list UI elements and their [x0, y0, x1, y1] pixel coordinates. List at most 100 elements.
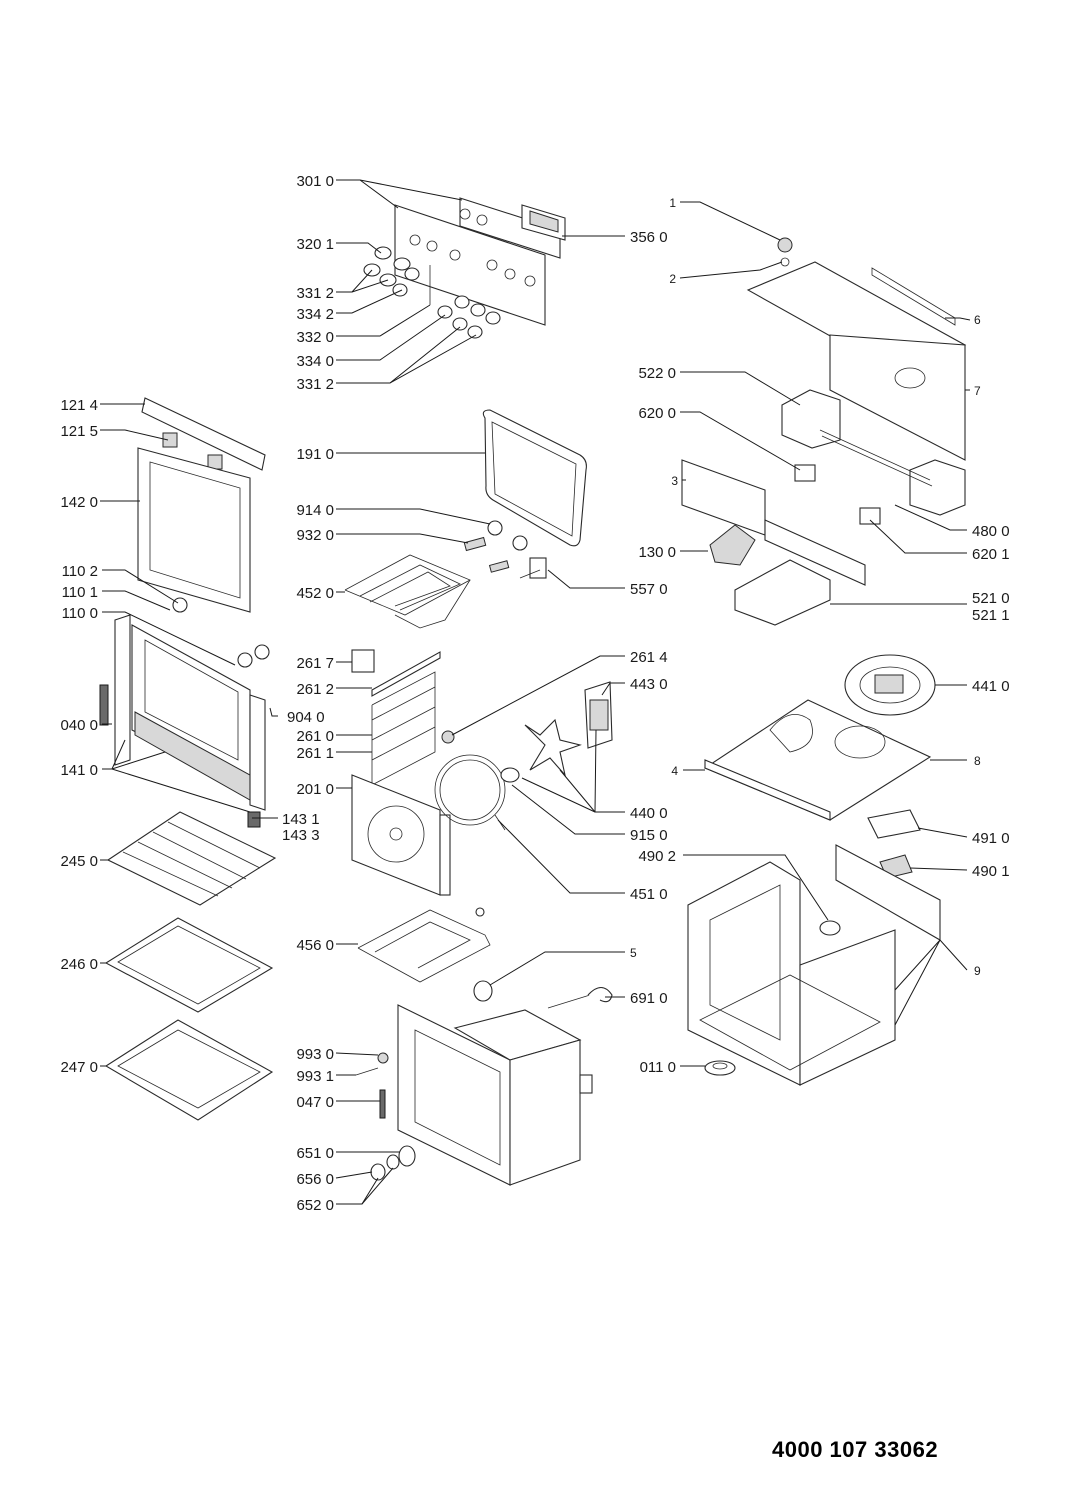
document-number: 4000 107 33062: [772, 1437, 939, 1462]
cooling-fan-motor: [844, 654, 936, 716]
callout-110-0: 110 0: [62, 605, 98, 622]
callout-8: 8: [974, 754, 981, 768]
connector-strip: [867, 809, 921, 839]
fan-assembly: [500, 681, 613, 783]
callout-691-0: 691 0: [630, 990, 668, 1007]
callout-121-5: 121 5: [60, 423, 98, 440]
door-lock: [709, 524, 756, 566]
baking-tray: [104, 917, 274, 1013]
callout-9: 9: [974, 964, 981, 978]
callout-7: 7: [974, 384, 981, 398]
callout-2: 2: [669, 272, 676, 286]
callout-4: 4: [671, 764, 678, 778]
glass-clip: [237, 652, 253, 668]
leader-lines: [100, 179, 971, 1205]
callout-011-0: 011 0: [640, 1059, 676, 1076]
callout-904-0: 904 0: [287, 709, 325, 726]
callout-993-0: 993 0: [296, 1046, 334, 1063]
callout-261-4: 261 4: [630, 649, 668, 666]
callout-441-0: 441 0: [972, 678, 1010, 695]
lamp-and-springs: [463, 520, 547, 579]
top-cover: [746, 261, 967, 461]
callout-452-0: 452 0: [296, 585, 334, 602]
callout-labels: 301 0 320 1 331 2 334 2 332 0 334 0 331 …: [60, 173, 1009, 1214]
callout-261-1: 261 1: [296, 745, 334, 762]
callout-143-3: 143 3: [282, 827, 320, 844]
callout-245-0: 245 0: [60, 853, 98, 870]
adjustable-foot: [704, 1060, 736, 1076]
grill-heating-element: [344, 554, 471, 629]
callout-451-0: 451 0: [630, 886, 668, 903]
callout-656-0: 656 0: [296, 1171, 334, 1188]
callout-047-0: 047 0: [296, 1094, 334, 1111]
callout-141-0: 141 0: [60, 762, 98, 779]
base-plate: [703, 699, 932, 821]
callout-440-0: 440 0: [630, 805, 668, 822]
callout-261-2: 261 2: [296, 681, 334, 698]
callout-301-0: 301 0: [296, 173, 334, 190]
callout-334-2: 334 2: [296, 306, 334, 323]
lower-heating-element: [357, 907, 491, 983]
callout-1: 1: [669, 196, 676, 210]
callout-521-0: 521 0: [972, 590, 1010, 607]
callout-332-0: 332 0: [296, 329, 334, 346]
shelf-supports: [351, 649, 455, 786]
callout-491-0: 491 0: [972, 830, 1010, 847]
callout-443-0: 443 0: [630, 676, 668, 693]
door-trim: [141, 397, 266, 471]
glass-clip: [254, 644, 270, 660]
callout-521-1: 521 1: [972, 607, 1010, 624]
outer-housing: [687, 844, 941, 1086]
cable-grommet: [819, 920, 841, 936]
callout-620-1: 620 1: [972, 546, 1010, 563]
callout-480-0: 480 0: [972, 523, 1010, 540]
callout-522-0: 522 0: [638, 365, 676, 382]
callout-110-1: 110 1: [62, 584, 98, 601]
lamp-cover: [473, 980, 493, 1002]
control-knobs: [363, 246, 501, 339]
callout-261-0: 261 0: [296, 728, 334, 745]
callout-331-2: 331 2: [296, 285, 334, 302]
callout-456-0: 456 0: [296, 937, 334, 954]
callout-651-0: 651 0: [296, 1145, 334, 1162]
callout-3: 3: [671, 474, 678, 488]
callout-6: 6: [974, 313, 981, 327]
mounting-bracket: [681, 459, 866, 586]
callout-993-1: 993 1: [296, 1068, 334, 1085]
callout-121-4: 121 4: [60, 397, 98, 414]
callout-331-2-lower: 331 2: [296, 376, 334, 393]
callout-110-2: 110 2: [62, 563, 98, 580]
callout-191-0: 191 0: [296, 446, 334, 463]
glass-clip: [172, 597, 188, 613]
callout-143-1: 143 1: [282, 811, 320, 828]
callout-932-0: 932 0: [296, 527, 334, 544]
callout-246-0: 246 0: [60, 956, 98, 973]
callout-320-1: 320 1: [296, 236, 334, 253]
callout-201-0: 201 0: [296, 781, 334, 798]
selector-switch: [794, 464, 816, 482]
washer: [780, 257, 790, 267]
callout-620-0: 620 0: [638, 405, 676, 422]
oven-cavity: [397, 1004, 593, 1186]
oven-door-gasket: [482, 409, 587, 547]
small-hardware: [355, 1052, 416, 1181]
sensor-probe: [547, 986, 613, 1009]
callout-652-0: 652 0: [296, 1197, 334, 1214]
callout-356-0: 356 0: [630, 229, 668, 246]
thermostat-switch: [859, 507, 881, 525]
inner-door-frame: [99, 614, 266, 828]
electronic-modules: [781, 389, 966, 516]
callout-914-0: 914 0: [296, 502, 334, 519]
callout-040-0: 040 0: [60, 717, 98, 734]
callout-490-1: 490 1: [972, 863, 1010, 880]
callout-490-2: 490 2: [638, 848, 676, 865]
callout-915-0: 915 0: [630, 827, 668, 844]
terminal-block: [734, 559, 831, 626]
fan-cover: [351, 774, 451, 896]
callout-247-0: 247 0: [60, 1059, 98, 1076]
control-panel: [394, 197, 561, 326]
wire-shelf: [106, 811, 277, 906]
callout-261-7: 261 7: [296, 655, 334, 672]
